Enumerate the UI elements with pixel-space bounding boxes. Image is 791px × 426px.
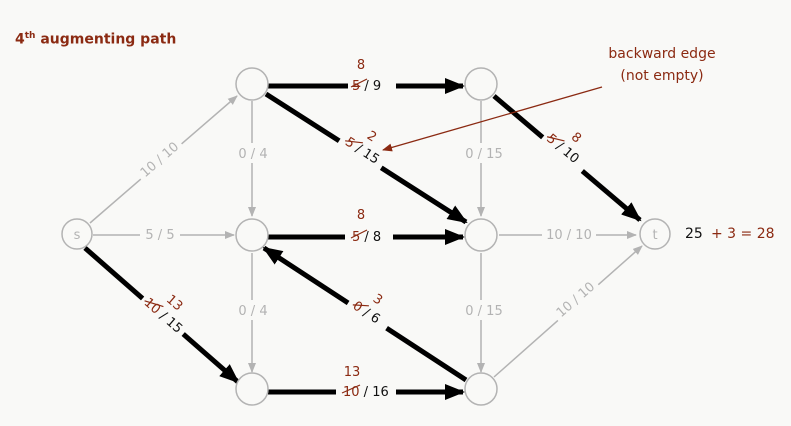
- svg-text:10 / 16: 10 / 16: [343, 385, 389, 400]
- node-d: [464, 67, 498, 101]
- edge-label-b-e: 8 5 / 8: [350, 208, 381, 245]
- edge-label-e-t: 10 / 10: [546, 228, 592, 243]
- flow-value-increment: + 3 = 28: [711, 226, 775, 242]
- node-t-label: t: [652, 228, 657, 243]
- title-text: augmenting path: [35, 31, 177, 48]
- old-flow-b-e: 5: [352, 230, 360, 245]
- edge-label-c-f: 13 10 / 16: [341, 365, 389, 400]
- node-a: [235, 67, 269, 101]
- old-flow-c-f: 10: [343, 385, 360, 400]
- new-flow-a-d: 8: [357, 58, 365, 73]
- svg-text:5 / 9: 5 / 9: [352, 79, 381, 94]
- flow-value-base: 25: [685, 226, 703, 242]
- capacity-c-f: / 16: [360, 385, 389, 400]
- edge-label-a-b: 0 / 4: [238, 147, 267, 162]
- edge-label-s-b: 5 / 5: [145, 228, 174, 243]
- edge-label-b-c: 0 / 4: [238, 304, 267, 319]
- capacity-a-d: / 9: [360, 79, 381, 94]
- node-e: [464, 218, 498, 252]
- edge-label-e-f: 0 / 15: [465, 304, 502, 319]
- new-flow-b-e: 8: [357, 208, 365, 223]
- node-s-label: s: [74, 228, 81, 243]
- node-c: [235, 372, 269, 406]
- annotation-line1: backward edge: [608, 46, 715, 62]
- page-title: 4th augmenting path: [15, 31, 176, 48]
- node-s: s: [61, 218, 93, 250]
- node-b: [235, 218, 269, 252]
- capacity-b-e: / 8: [360, 230, 381, 245]
- svg-text:5 / 8: 5 / 8: [352, 230, 381, 245]
- edge-label-d-e: 0 / 15: [465, 147, 502, 162]
- title-suffix: th: [24, 31, 36, 41]
- edge-label-a-d: 8 5 / 9: [350, 58, 381, 94]
- node-f: [464, 372, 498, 406]
- annotation-line2: (not empty): [620, 68, 703, 84]
- annotation-arrow: [382, 86, 603, 152]
- node-t: t: [639, 218, 671, 250]
- title-number: 4: [15, 31, 25, 48]
- new-flow-c-f: 13: [344, 365, 361, 380]
- old-flow-a-d: 5: [352, 79, 360, 94]
